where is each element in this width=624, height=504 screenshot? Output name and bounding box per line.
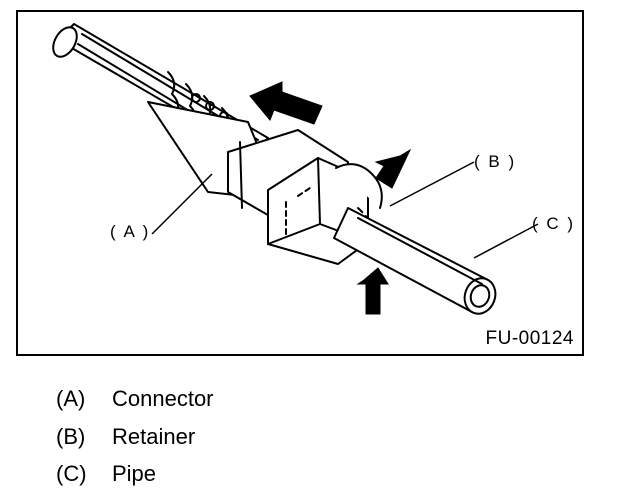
legend-key: (B) [56, 424, 86, 449]
leader-line-b [389, 161, 475, 207]
figure-id: FU-00124 [485, 328, 574, 349]
legend-key: (C) [56, 461, 87, 486]
arrow-retainer-bottom [356, 267, 389, 315]
callout-a: ( A ) [110, 222, 151, 241]
arrow-retainer-top [374, 148, 412, 189]
legend-label: Connector [112, 386, 214, 411]
legend-label: Pipe [112, 461, 157, 486]
legend-item-b: (B) Retainer [56, 424, 195, 450]
legend-key: (A) [56, 386, 86, 411]
pipe [333, 207, 497, 315]
leader-line-c [473, 223, 539, 259]
callout-c: ( C ) [532, 214, 576, 233]
callout-b: ( B ) [474, 152, 517, 171]
legend-item-c: (C) Pipe [56, 461, 156, 487]
legend-item-a: (A) Connector [56, 386, 214, 412]
arrow-upper-left [249, 81, 323, 125]
leader-line-a [151, 173, 213, 235]
connector-illustration [52, 23, 539, 315]
diagram-frame: ( A ) ( B ) ( C ) FU-00124 [16, 10, 584, 356]
legend-label: Retainer [112, 424, 196, 449]
